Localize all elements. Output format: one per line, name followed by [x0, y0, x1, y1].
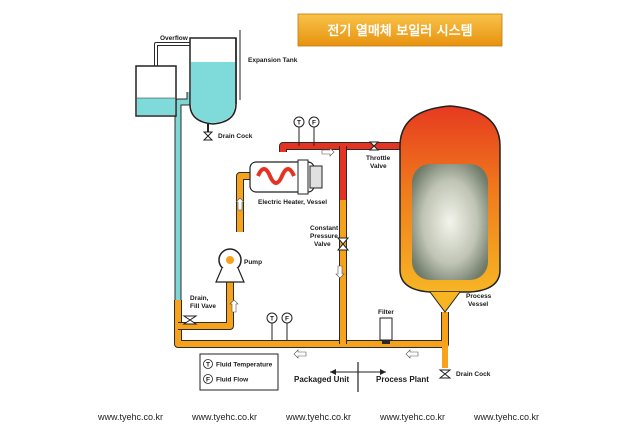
arrow-right-icon: [321, 147, 335, 157]
constant-pressure-valve-icon[interactable]: [336, 237, 350, 251]
legend-f-symbol: F: [206, 376, 210, 383]
label-constant-3: Valve: [314, 241, 331, 248]
label-drain-cock-top: Drain Cock: [218, 133, 253, 140]
drain-cock-bottom-valve-icon[interactable]: [438, 369, 452, 379]
warm-pipes: [174, 152, 449, 348]
filter: [379, 317, 393, 341]
expansion-tank: [189, 30, 241, 141]
arrow-up-icon: [235, 197, 245, 211]
gauges: T F T F: [266, 116, 320, 340]
component-labels: Overflow Expansion Tank Drain Cock Elect…: [160, 35, 492, 384]
arrow-left-icon: [293, 349, 307, 359]
gauge-t-top: T: [297, 120, 301, 127]
process-vessel: [399, 105, 501, 313]
label-process-plant: Process Plant: [376, 375, 429, 384]
arrow-left-icon: [405, 349, 419, 359]
label-constant-1: Constant: [310, 225, 339, 232]
label-packaged-unit: Packaged Unit: [294, 375, 349, 384]
watermark-4: www.tyehc.co.kr: [379, 412, 445, 422]
arrow-up-icon: [229, 299, 239, 313]
valves: [182, 141, 452, 379]
pump[interactable]: [215, 248, 245, 283]
throttle-valve-icon[interactable]: [368, 141, 380, 151]
label-drain-cock-bottom: Drain Cock: [456, 371, 491, 378]
legend: T Fluid Temperature F Fluid Flow: [199, 353, 279, 391]
label-overflow: Overflow: [160, 35, 189, 42]
label-throttle-1: Throttle: [366, 155, 391, 162]
label-expansion-tank: Expansion Tank: [248, 57, 298, 64]
legend-t-label: Fluid Temperature: [216, 361, 273, 368]
label-electric-heater: Electric Heater, Vessel: [258, 199, 327, 206]
label-pump: Pump: [244, 259, 262, 266]
overflow-drum: [135, 65, 177, 117]
watermark-row: www.tyehc.co.kr www.tyehc.co.kr www.tyeh…: [97, 412, 539, 422]
legend-f-label: Fluid Flow: [216, 376, 249, 383]
label-filter: Filter: [378, 309, 394, 316]
watermark-3: www.tyehc.co.kr: [285, 412, 351, 422]
title-box: 전기 열매체 보일러 시스템: [297, 13, 503, 47]
gauge-t-bottom: T: [270, 316, 274, 323]
electric-heater: [249, 159, 323, 195]
arrow-down-icon: [335, 265, 345, 279]
gauge-f-bottom: F: [285, 316, 289, 323]
label-drain-fill-2: Fill Vave: [190, 303, 216, 310]
label-process-vessel-1: Process: [466, 293, 492, 300]
filter-icon[interactable]: [379, 317, 393, 341]
label-process-vessel-2: Vessel: [468, 301, 488, 308]
gauge-f-top: F: [312, 120, 316, 127]
label-constant-2: Pressure: [310, 233, 338, 240]
label-drain-fill-1: Drain,: [190, 295, 209, 302]
drain-fill-valve-icon[interactable]: [182, 315, 198, 325]
watermark-2: www.tyehc.co.kr: [191, 412, 257, 422]
boundary-divider: [330, 362, 386, 392]
watermark-5: www.tyehc.co.kr: [473, 412, 539, 422]
label-throttle-2: Valve: [370, 163, 387, 170]
diagram-title: 전기 열매체 보일러 시스템: [327, 23, 472, 39]
watermark-1: www.tyehc.co.kr: [97, 412, 163, 422]
drain-cock-top-valve-icon[interactable]: [202, 131, 214, 141]
legend-t-symbol: T: [206, 361, 210, 368]
flow-arrows: [229, 147, 419, 359]
